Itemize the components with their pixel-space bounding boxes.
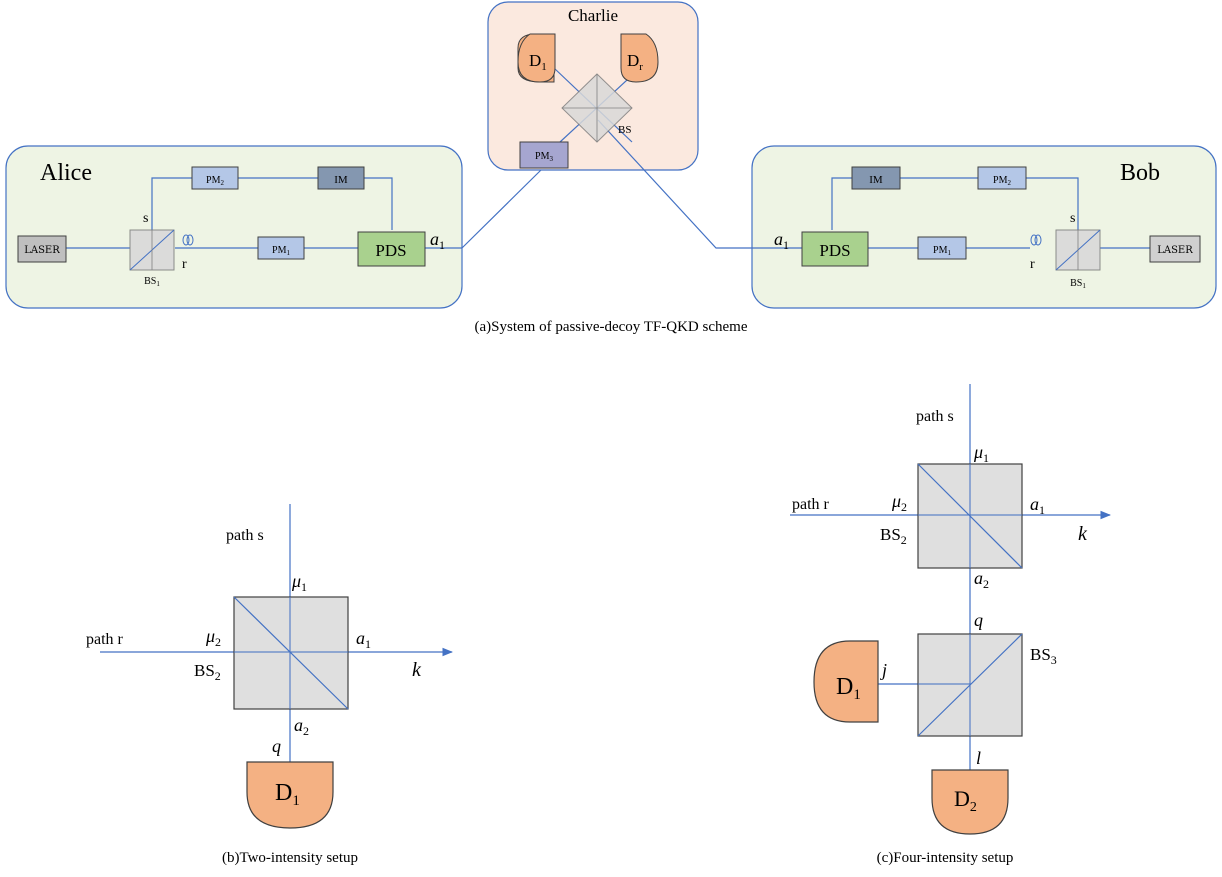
alice-path-s: s	[143, 211, 148, 226]
panel-b-a1: a1	[356, 628, 371, 651]
panel-c-path-s: path s	[916, 408, 954, 425]
panel-c-k: k	[1078, 523, 1088, 545]
panel-b-d1-label: D1	[275, 780, 300, 809]
panel-b-d1-detector	[246, 761, 334, 829]
caption-b: (b)Two-intensity setup	[222, 850, 358, 866]
panel-b-k: k	[412, 659, 422, 681]
bob-lines	[597, 119, 1150, 249]
panel-c-d2-label: D2	[954, 786, 977, 815]
bob-pm1-box	[917, 236, 967, 260]
panel-c-mu1: μ1	[973, 442, 989, 465]
panel-b-path-r: path r	[86, 631, 124, 648]
panel-b: path s path r μ1 μ2 BS2 a1 k a2 q D1 (b)…	[86, 504, 454, 866]
charlie-pm3-box	[519, 141, 569, 169]
panel-c-q: q	[974, 610, 983, 630]
alice-pds-label: PDS	[375, 241, 406, 260]
panel-c-l: l	[976, 748, 981, 768]
panel-c-d1-detector	[813, 640, 879, 723]
bob-pds-label: PDS	[819, 241, 850, 260]
panel-c-j: j	[880, 660, 887, 680]
charlie-bs	[561, 73, 633, 143]
panel-a: LASER BS1 s r PM2 IM PM1 PDS a1 Alice Ch…	[5, 1, 1217, 335]
charlie-d1-label: D1	[529, 51, 547, 73]
charlie-dr-shape	[620, 33, 659, 83]
panel-b-mu2: μ2	[205, 626, 221, 649]
panel-c-a1: a1	[1030, 494, 1045, 517]
bob-pm2-label: PM2	[993, 175, 1011, 187]
alice-pm1-label: PM1	[272, 245, 290, 257]
panel-c-mu2: μ2	[891, 491, 907, 514]
alice-im-box	[317, 166, 365, 190]
alice-laser-label: LASER	[24, 245, 60, 256]
charlie-dr-label: Dr	[627, 51, 643, 73]
alice-bs1-label: BS1	[144, 276, 160, 288]
bob-pm2-box	[977, 166, 1027, 190]
bob-output-label: a1	[774, 229, 789, 252]
bob-pm1-label: PM1	[933, 245, 951, 257]
panel-c-d2-detector	[931, 769, 1009, 835]
bob-laser-label: LASER	[1157, 245, 1193, 256]
panel-c-bs2-label: BS2	[880, 525, 907, 547]
panel-c-d1-label: D1	[836, 674, 861, 703]
alice-laser-box	[17, 235, 67, 263]
bob-path-r: r	[1030, 257, 1035, 272]
bob-laser-box	[1149, 235, 1201, 263]
alice-lines	[66, 169, 542, 249]
alice-pm2-box	[191, 166, 239, 190]
bob-pds-box	[801, 231, 869, 267]
alice-output-label: a1	[430, 229, 445, 252]
bob-bs1-label: BS1	[1070, 278, 1086, 290]
panel-b-mu1: μ1	[291, 571, 307, 594]
alice-pm1-box	[257, 236, 305, 260]
charlie-name: Charlie	[568, 6, 618, 25]
panel-c-path-r: path r	[792, 496, 830, 513]
panel-c-bs3-label: BS3	[1030, 645, 1057, 667]
panel-c: path s path r μ1 μ2 BS2 a1 k a2 q BS3 j …	[790, 384, 1112, 866]
caption-a: (a)System of passive-decoy TF-QKD scheme	[475, 319, 748, 335]
bob-im-box	[851, 166, 901, 190]
bob-fiber-coil-icon	[1030, 234, 1042, 246]
alice-pm2-label: PM2	[206, 175, 224, 187]
bob-path-s: s	[1070, 211, 1075, 226]
panel-c-a2: a2	[974, 568, 989, 591]
bob-im-label: IM	[869, 174, 883, 186]
panel-b-q: q	[272, 736, 281, 756]
caption-c: (c)Four-intensity setup	[877, 850, 1014, 866]
alice-name: Alice	[40, 160, 92, 186]
alice-path-r: r	[182, 257, 187, 272]
charlie-bs-label: BS	[618, 124, 631, 136]
alice-pds-box	[357, 231, 426, 267]
charlie-pm3-label: PM3	[535, 151, 553, 163]
alice-im-label: IM	[334, 174, 348, 186]
panel-b-bs2-label: BS2	[194, 661, 221, 683]
alice-fiber-coil-icon	[182, 234, 194, 246]
panel-b-a2: a2	[294, 715, 309, 738]
bob-name: Bob	[1120, 160, 1160, 186]
charlie-d1-shape	[517, 33, 556, 83]
panel-b-path-s: path s	[226, 527, 264, 544]
